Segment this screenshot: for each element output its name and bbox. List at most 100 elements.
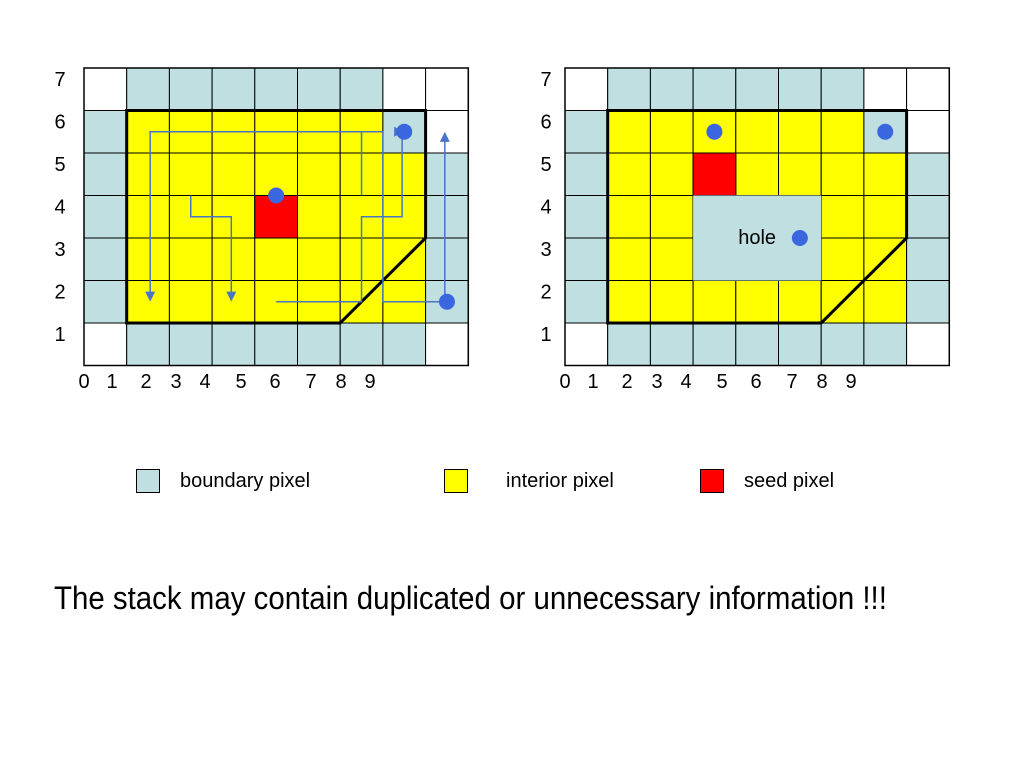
grid-cell (168, 67, 213, 111)
grid-cell (564, 67, 609, 111)
grid-cell (83, 237, 128, 281)
x-tick-label: 2 (140, 371, 151, 393)
grid-cell (607, 237, 651, 281)
stack-point (268, 187, 285, 204)
grid-cell (83, 110, 128, 154)
grid-cell (211, 237, 256, 281)
y-tick-label: 1 (540, 324, 551, 346)
grid-cell (692, 322, 737, 366)
x-tick-label: 5 (235, 371, 246, 393)
x-tick-label: 6 (750, 371, 761, 393)
grid-cell (863, 195, 908, 239)
grid-cell (649, 152, 694, 196)
grid-cell (692, 280, 737, 324)
grid-cell (649, 110, 694, 154)
region-outline (125, 109, 428, 325)
x-tick-label: 5 (716, 371, 727, 393)
grid-cell (607, 195, 651, 239)
grid-cell (649, 322, 694, 366)
grid-cell (692, 67, 737, 111)
grid-cell (425, 152, 469, 196)
grid-cell (906, 237, 950, 281)
grid-cell (211, 67, 256, 111)
boundary-swatch (136, 469, 160, 493)
stack-point (706, 123, 723, 140)
grid-cell (863, 280, 908, 324)
grid-cell (126, 280, 170, 324)
x-tick-label: 1 (106, 371, 117, 393)
y-tick-label: 4 (54, 197, 65, 219)
grid-cell (735, 322, 779, 366)
grid-cell (382, 67, 427, 111)
x-tick-label: 1 (587, 371, 598, 393)
grid-cell (607, 280, 651, 324)
grid-cell (211, 322, 256, 366)
seed-cell (692, 152, 737, 196)
stack-point (877, 123, 894, 140)
grid-cell (735, 110, 779, 154)
legend-seed-label: seed pixel (744, 469, 835, 492)
grid-cell (778, 67, 822, 111)
grid-cell (906, 195, 950, 239)
grid-cell (126, 195, 170, 239)
grid-cell (83, 280, 128, 324)
y-tick-label: 6 (54, 112, 65, 134)
grid-cell (126, 152, 170, 196)
grid-cell (607, 67, 651, 111)
grid-cell (297, 195, 341, 239)
grid-cell (906, 322, 950, 366)
grid-cell (735, 152, 779, 196)
y-tick-label: 3 (54, 239, 65, 261)
x-tick-label: 0 (559, 371, 570, 393)
grid-cell (564, 195, 609, 239)
grid-cell (649, 67, 694, 111)
x-tick-label: 9 (364, 371, 375, 393)
x-tick-label: 2 (621, 371, 632, 393)
stack-point (791, 230, 808, 246)
grid-cell (649, 237, 694, 281)
x-tick-label: 3 (651, 371, 662, 393)
y-tick-label: 7 (540, 69, 551, 91)
grid-cell (564, 280, 609, 324)
grid-cell (820, 110, 865, 154)
x-tick-label: 8 (816, 371, 827, 393)
grid-cell (425, 195, 469, 239)
y-tick-label: 5 (540, 154, 551, 176)
grid-cell (168, 152, 213, 196)
grid-cell (735, 280, 779, 324)
x-tick-label: 8 (335, 371, 346, 393)
grid-cell (382, 152, 427, 196)
grid-cell (863, 152, 908, 196)
grid-cell (425, 110, 469, 154)
grid-cell (382, 322, 427, 366)
grid-cell (254, 67, 299, 111)
legend-interior: interior pixel (444, 466, 614, 496)
grid-cell (906, 152, 950, 196)
x-tick-label: 3 (170, 371, 181, 393)
grid-cell (297, 67, 341, 111)
x-tick-label: 7 (305, 371, 316, 393)
grid-cell (820, 152, 865, 196)
y-tick-label: 4 (540, 197, 551, 219)
grid-cell (778, 110, 822, 154)
grid-cell (564, 110, 609, 154)
x-tick-label: 6 (269, 371, 280, 393)
hole-label: hole (738, 227, 776, 249)
grid-cell (339, 322, 384, 366)
grid-cell (820, 67, 865, 111)
y-tick-label: 5 (54, 154, 65, 176)
grid-cell (168, 322, 213, 366)
y-tick-label: 6 (540, 112, 551, 134)
grid-cell (649, 195, 694, 239)
grid-cell (564, 237, 609, 281)
grid-cell (863, 322, 908, 366)
grid-cell (297, 152, 341, 196)
grid-cell (735, 67, 779, 111)
grid-cell (564, 152, 609, 196)
y-tick-label: 2 (540, 282, 551, 304)
grid-cell (820, 237, 865, 281)
interior-swatch (444, 469, 468, 493)
